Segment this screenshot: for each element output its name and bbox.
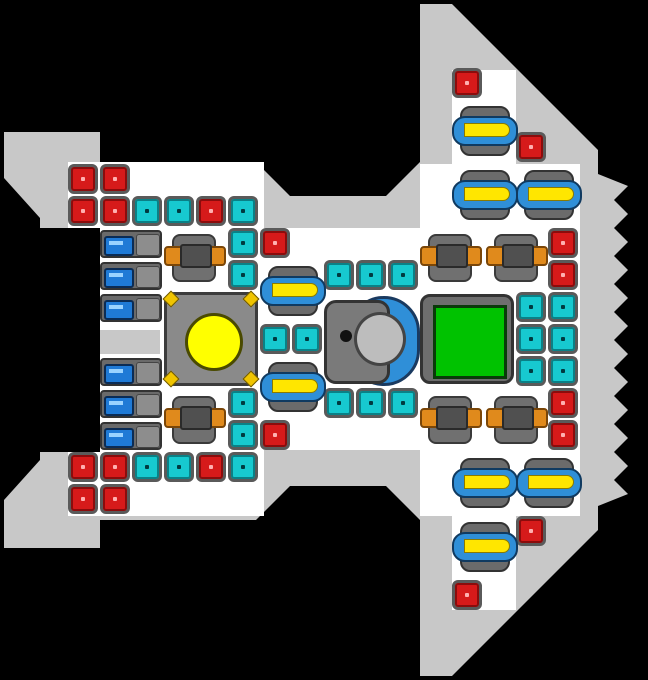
energy-block-icon[interactable] (132, 452, 162, 482)
armor-block-icon[interactable] (100, 164, 130, 194)
energy-block-icon[interactable] (228, 228, 258, 258)
energy-block-icon[interactable] (132, 196, 162, 226)
armor-block-icon[interactable] (68, 484, 98, 514)
energy-block-icon[interactable] (356, 260, 386, 290)
armor-block-icon[interactable] (452, 580, 482, 610)
energy-block-icon[interactable] (164, 196, 194, 226)
armor-block-icon[interactable] (260, 420, 290, 450)
armor-block-icon[interactable] (516, 516, 546, 546)
armor-block-icon[interactable] (196, 196, 226, 226)
energy-block-icon[interactable] (388, 260, 418, 290)
energy-block-icon[interactable] (516, 292, 546, 322)
energy-block-icon[interactable] (260, 324, 290, 354)
armor-block-icon[interactable] (548, 420, 578, 450)
cannon-turret-icon[interactable] (420, 232, 482, 282)
cockpit-icon[interactable] (322, 294, 420, 386)
thruster-icon[interactable] (100, 262, 162, 290)
cockpit-pilot (340, 330, 352, 342)
armor-block-icon[interactable] (260, 228, 290, 258)
cannon-turret-icon[interactable] (420, 394, 482, 444)
armor-block-icon[interactable] (196, 452, 226, 482)
energy-block-icon[interactable] (548, 292, 578, 322)
armor-block-icon[interactable] (548, 228, 578, 258)
energy-block-icon[interactable] (516, 356, 546, 386)
thruster-icon[interactable] (100, 422, 162, 450)
energy-block-icon[interactable] (228, 420, 258, 450)
laser-turret-icon[interactable] (452, 104, 518, 156)
energy-block-icon[interactable] (388, 388, 418, 418)
cockpit-console (354, 312, 406, 366)
laser-turret-icon[interactable] (260, 264, 326, 316)
energy-block-icon[interactable] (228, 388, 258, 418)
thruster-icon[interactable] (100, 390, 162, 418)
cannon-turret-icon[interactable] (164, 232, 226, 282)
reactor-core-icon[interactable] (162, 290, 260, 388)
armor-block-icon[interactable] (68, 452, 98, 482)
storage-screen-icon[interactable] (420, 294, 514, 384)
laser-turret-icon[interactable] (452, 520, 518, 572)
armor-block-icon[interactable] (100, 484, 130, 514)
cannon-turret-icon[interactable] (486, 232, 548, 282)
energy-block-icon[interactable] (292, 324, 322, 354)
armor-block-icon[interactable] (452, 68, 482, 98)
thruster-icon[interactable] (100, 294, 162, 322)
energy-block-icon[interactable] (324, 260, 354, 290)
armor-block-icon[interactable] (100, 196, 130, 226)
energy-block-icon[interactable] (228, 260, 258, 290)
armor-block-icon[interactable] (516, 132, 546, 162)
energy-block-icon[interactable] (324, 388, 354, 418)
thruster-icon[interactable] (100, 358, 162, 386)
armor-block-icon[interactable] (548, 388, 578, 418)
armor-block-icon[interactable] (68, 196, 98, 226)
intake-cutout (40, 228, 100, 452)
thruster-icon[interactable] (100, 230, 162, 258)
cannon-turret-icon[interactable] (164, 394, 226, 444)
energy-block-icon[interactable] (356, 388, 386, 418)
armor-block-icon[interactable] (68, 164, 98, 194)
laser-turret-icon[interactable] (516, 456, 582, 508)
energy-block-icon[interactable] (516, 324, 546, 354)
armor-block-icon[interactable] (100, 452, 130, 482)
laser-turret-icon[interactable] (260, 360, 326, 412)
energy-block-icon[interactable] (228, 196, 258, 226)
energy-block-icon[interactable] (164, 452, 194, 482)
cannon-turret-icon[interactable] (486, 394, 548, 444)
hull-stripe (100, 330, 160, 354)
laser-turret-icon[interactable] (452, 168, 518, 220)
laser-turret-icon[interactable] (516, 168, 582, 220)
energy-block-icon[interactable] (548, 356, 578, 386)
armor-block-icon[interactable] (548, 260, 578, 290)
energy-block-icon[interactable] (548, 324, 578, 354)
laser-turret-icon[interactable] (452, 456, 518, 508)
energy-block-icon[interactable] (228, 452, 258, 482)
reactor-glow (185, 313, 243, 371)
storage-display (433, 305, 507, 379)
